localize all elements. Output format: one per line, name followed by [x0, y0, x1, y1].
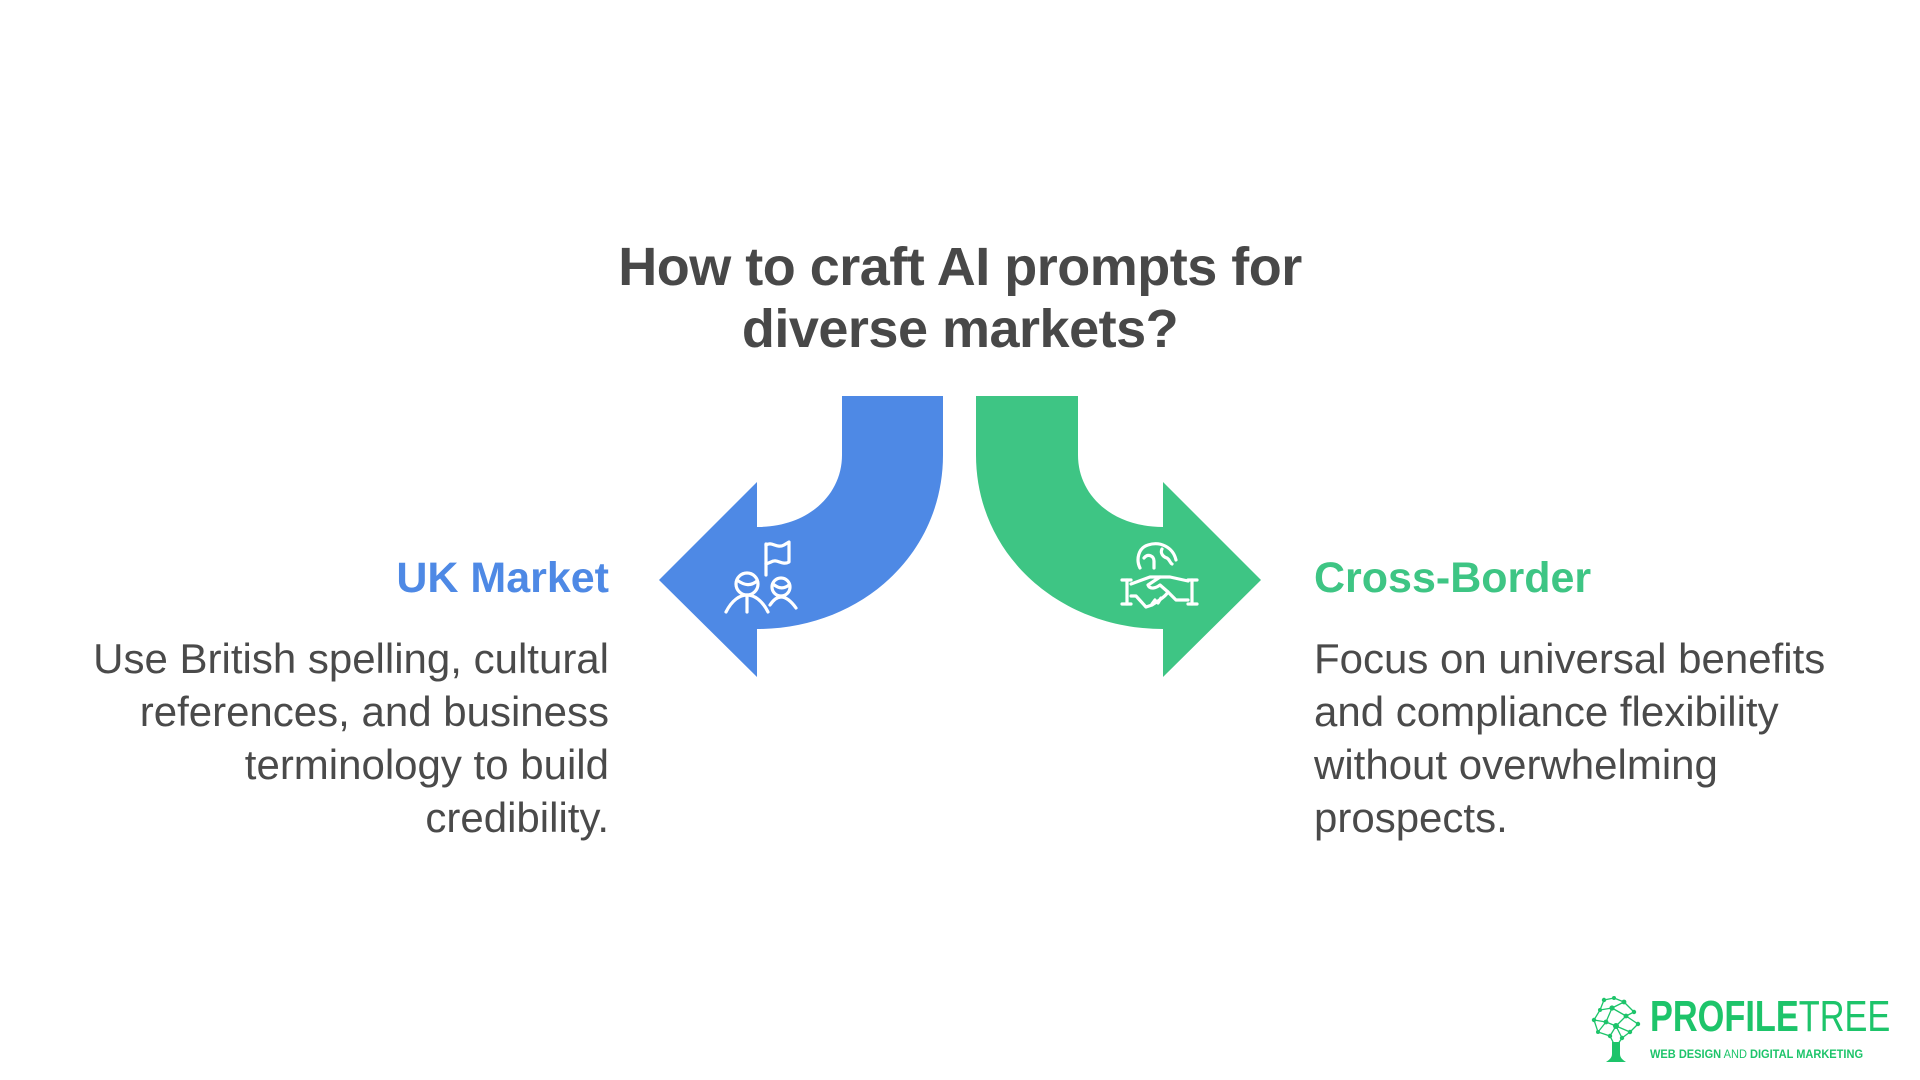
logo-word-tree: TREE [1798, 992, 1891, 1041]
green-arrow-right [976, 396, 1261, 677]
logo-tag-part-2: AND [1721, 1047, 1750, 1061]
blue-arrow-left [659, 396, 943, 677]
uk-market-heading: UK Market [396, 554, 609, 602]
cross-border-line-2: and compliance flexibility [1314, 688, 1779, 735]
cross-border-heading: Cross-Border [1314, 554, 1592, 602]
people-flag-icon [724, 540, 798, 614]
uk-market-line-1: Use British spelling, cultural [93, 635, 609, 682]
uk-market-line-4: credibility. [425, 794, 609, 841]
title-line-2: diverse markets? [741, 299, 1179, 359]
cross-border-line-1: Focus on universal benefits [1314, 635, 1826, 682]
uk-market-line-2: references, and business [139, 688, 609, 735]
cross-border-description: Focus on universal benefits and complian… [1314, 632, 1825, 844]
cross-border-line-4: prospects. [1314, 794, 1508, 841]
logo-tag-part-1: WEB DESIGN [1650, 1047, 1722, 1061]
uk-market-description: Use British spelling, cultural reference… [93, 632, 609, 844]
logo-wordmark: PROFILETREE [1650, 994, 1890, 1040]
profiletree-logo: PROFILETREE WEB DESIGN AND DIGITAL MARKE… [1590, 994, 1890, 1066]
diagram-title: How to craft AI prompts for diverse mark… [560, 236, 1360, 360]
title-line-1: How to craft AI prompts for [618, 237, 1302, 297]
logo-tag-part-3: DIGITAL MARKETING [1749, 1047, 1864, 1061]
globe-handshake-icon [1120, 542, 1199, 609]
logo-word-profile: PROFILE [1650, 992, 1799, 1041]
uk-market-line-3: terminology to build [244, 741, 609, 788]
cross-border-line-3: without overwhelming [1314, 741, 1718, 788]
logo-tagline: WEB DESIGN AND DIGITAL MARKETING [1650, 1047, 1863, 1061]
network-tree-icon [1591, 996, 1641, 1062]
